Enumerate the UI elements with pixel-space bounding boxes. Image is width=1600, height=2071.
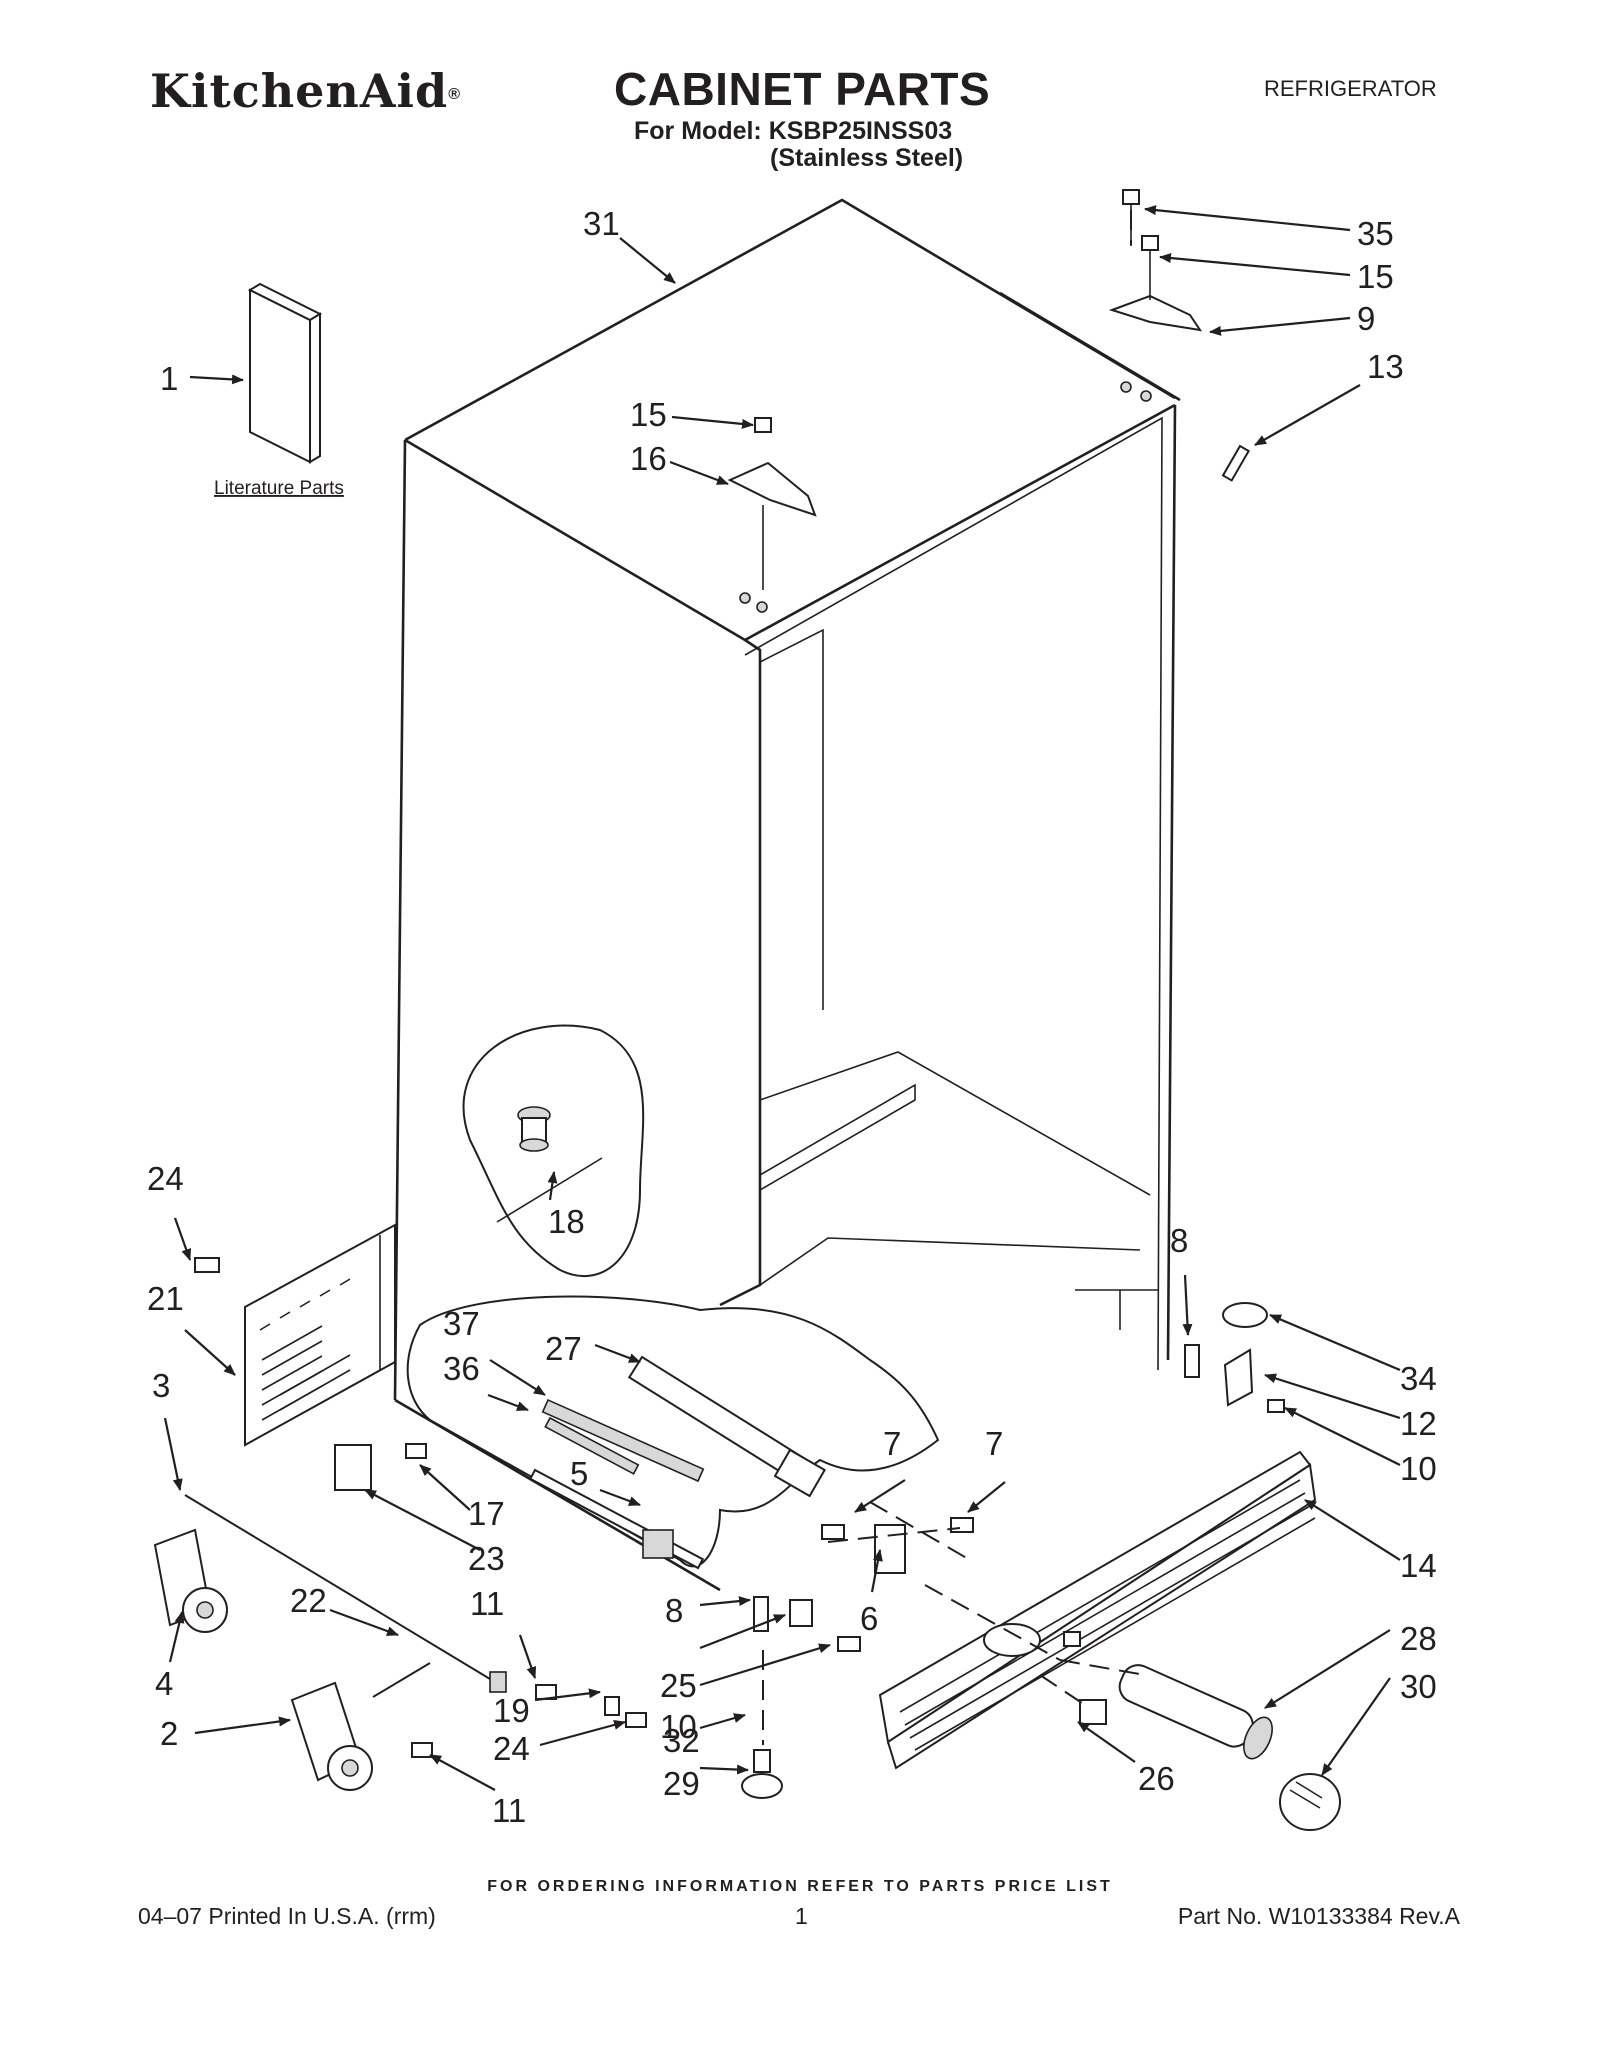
callout-25: 25: [660, 1667, 697, 1704]
part-number: Part No. W10133384 Rev.A: [1177, 1903, 1460, 1929]
front-roller-assembly: [153, 1528, 228, 1633]
callout-13: 13: [1367, 348, 1404, 385]
callout-23: 23: [468, 1540, 505, 1577]
callout-15b: 15: [630, 396, 667, 433]
water-system-cutaway: [406, 1295, 940, 1570]
callout-29: 29: [663, 1765, 700, 1802]
callout-31: 31: [583, 205, 620, 242]
leader-lines: [163, 205, 1401, 1791]
callout-32: 32: [663, 1722, 700, 1759]
literature-parts-label: Literature Parts: [214, 478, 344, 499]
callout-numbers: 1 2 3 4 5 6 7 7 8 8 9 10 10 11 11 12 13 …: [147, 205, 1437, 1829]
ordering-note: FOR ORDERING INFORMATION REFER TO PARTS …: [487, 1878, 1113, 1895]
callout-28: 28: [1400, 1620, 1437, 1657]
callout-2: 2: [160, 1715, 178, 1752]
registered-mark: ®: [448, 86, 461, 103]
callout-21: 21: [147, 1280, 184, 1317]
screw-13: [1221, 444, 1251, 482]
brand-name: KitchenAid: [150, 64, 449, 118]
access-panel: [244, 1223, 396, 1447]
callout-34: 34: [1400, 1360, 1437, 1397]
callout-27: 27: [545, 1330, 582, 1367]
callout-17: 17: [468, 1495, 505, 1532]
callout-24b: 24: [493, 1730, 530, 1767]
callout-19: 19: [493, 1692, 530, 1729]
leveling-rod: [184, 1494, 507, 1698]
callout-26: 26: [1138, 1760, 1175, 1797]
callout-6: 6: [860, 1600, 878, 1637]
drain-hose: [542, 1530, 608, 1700]
hinge-bottom-right: [1184, 1302, 1285, 1413]
callout-11b: 11: [492, 1792, 526, 1829]
callout-37: 37: [443, 1305, 480, 1342]
water-filter: [1118, 1664, 1273, 1760]
brand-logo: KitchenAid®: [150, 64, 461, 118]
model-number: For Model: KSBP25INSS03: [634, 117, 953, 145]
callout-11a: 11: [470, 1585, 504, 1622]
callout-24a: 24: [147, 1160, 184, 1197]
callout-14: 14: [1400, 1547, 1437, 1584]
callout-30: 30: [1400, 1668, 1437, 1705]
callout-12: 12: [1400, 1405, 1437, 1442]
rear-roller-assembly: [290, 1681, 373, 1791]
callout-4: 4: [155, 1665, 173, 1702]
page-number: 1: [795, 1903, 808, 1929]
callout-16: 16: [630, 440, 667, 477]
callout-7b: 7: [985, 1425, 1003, 1462]
callout-8a: 8: [1170, 1222, 1188, 1259]
model-variant: (Stainless Steel): [770, 144, 964, 172]
callout-8b: 8: [665, 1592, 683, 1629]
page-title: CABINET PARTS: [614, 63, 991, 115]
cabinet-body: [393, 198, 1181, 1592]
callout-22: 22: [290, 1582, 327, 1619]
callout-3: 3: [152, 1367, 170, 1404]
filter-cap: [1279, 1773, 1341, 1831]
callout-1: 1: [160, 360, 178, 397]
callout-10b: 10: [660, 1708, 697, 1745]
callout-18: 18: [548, 1203, 585, 1240]
drain-cutaway: [462, 1024, 645, 1277]
callout-15a: 15: [1357, 258, 1394, 295]
print-info: 04–07 Printed In U.S.A. (rrm): [138, 1903, 436, 1929]
literature-booklet: [247, 282, 323, 464]
callout-35: 35: [1357, 215, 1394, 252]
hinge-top-center: [727, 417, 817, 613]
hinge-top-right: [1108, 189, 1203, 402]
appliance-category: REFRIGERATOR: [1264, 76, 1437, 101]
callout-5: 5: [570, 1455, 588, 1492]
callout-36: 36: [443, 1350, 480, 1387]
callout-10a: 10: [1400, 1450, 1437, 1487]
callout-9: 9: [1357, 300, 1375, 337]
small-fasteners: [194, 1257, 1107, 1799]
callout-7a: 7: [883, 1425, 901, 1462]
toe-grille: [878, 1450, 1317, 1770]
assembly-guide-lines: [762, 210, 1146, 1745]
